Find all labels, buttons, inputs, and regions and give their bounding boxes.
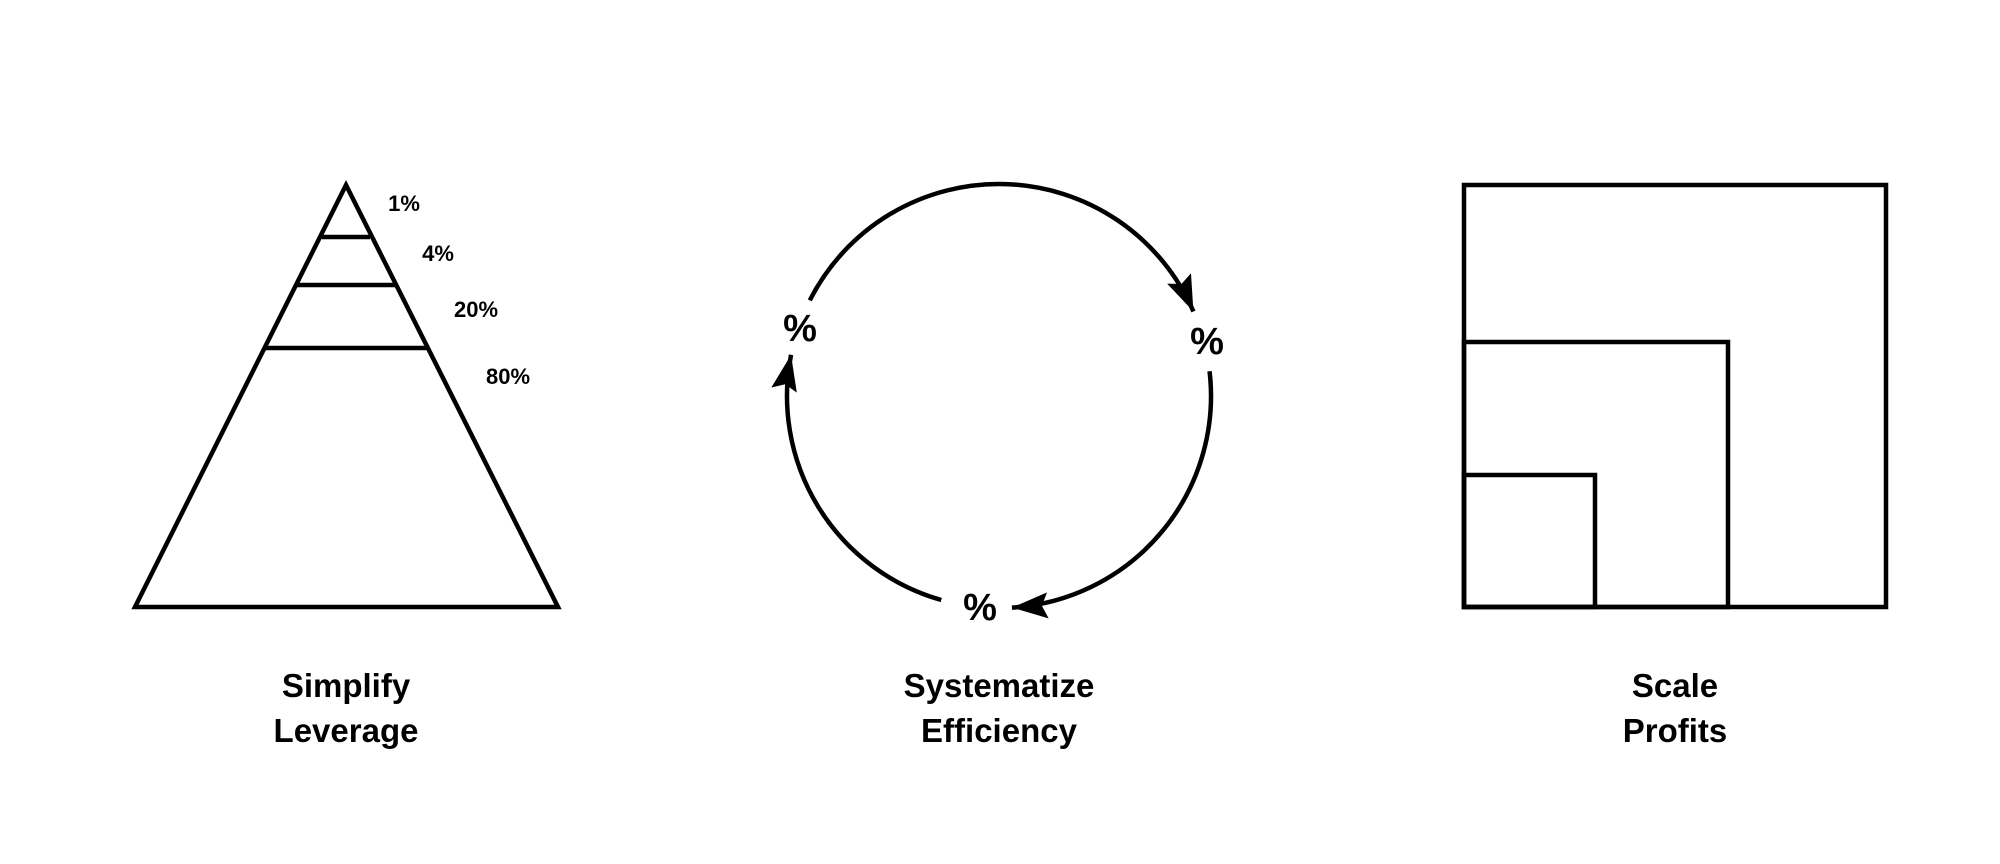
pyramid-title: Simplify — [282, 667, 411, 704]
squares-subtitle: Profits — [1623, 712, 1728, 749]
pyramid-outline — [131, 179, 562, 610]
cycle-node-label: % — [963, 587, 997, 629]
pyramid-level-label: 1% — [388, 191, 420, 216]
pyramid-subtitle: Leverage — [274, 712, 419, 749]
pyramid-level-label: 4% — [422, 241, 454, 266]
nested-squares-diagram — [1461, 182, 1889, 610]
pyramid-level-label: 80% — [486, 364, 530, 389]
cycle-arrow — [771, 354, 942, 603]
square-large — [1461, 182, 1889, 610]
cycle-arrow — [1011, 371, 1214, 619]
pyramid-level-label: 20% — [454, 297, 498, 322]
square-small — [1461, 472, 1598, 610]
cycle-node-label: % — [1190, 321, 1224, 363]
cycle-diagram — [771, 181, 1214, 619]
squares-title: Scale — [1632, 667, 1718, 704]
cycle-arrow — [807, 181, 1196, 313]
cycle-node-label: % — [783, 308, 817, 350]
cycle-subtitle: Efficiency — [921, 712, 1078, 749]
pyramid-diagram — [131, 179, 562, 610]
cycle-title: Systematize — [904, 667, 1095, 704]
